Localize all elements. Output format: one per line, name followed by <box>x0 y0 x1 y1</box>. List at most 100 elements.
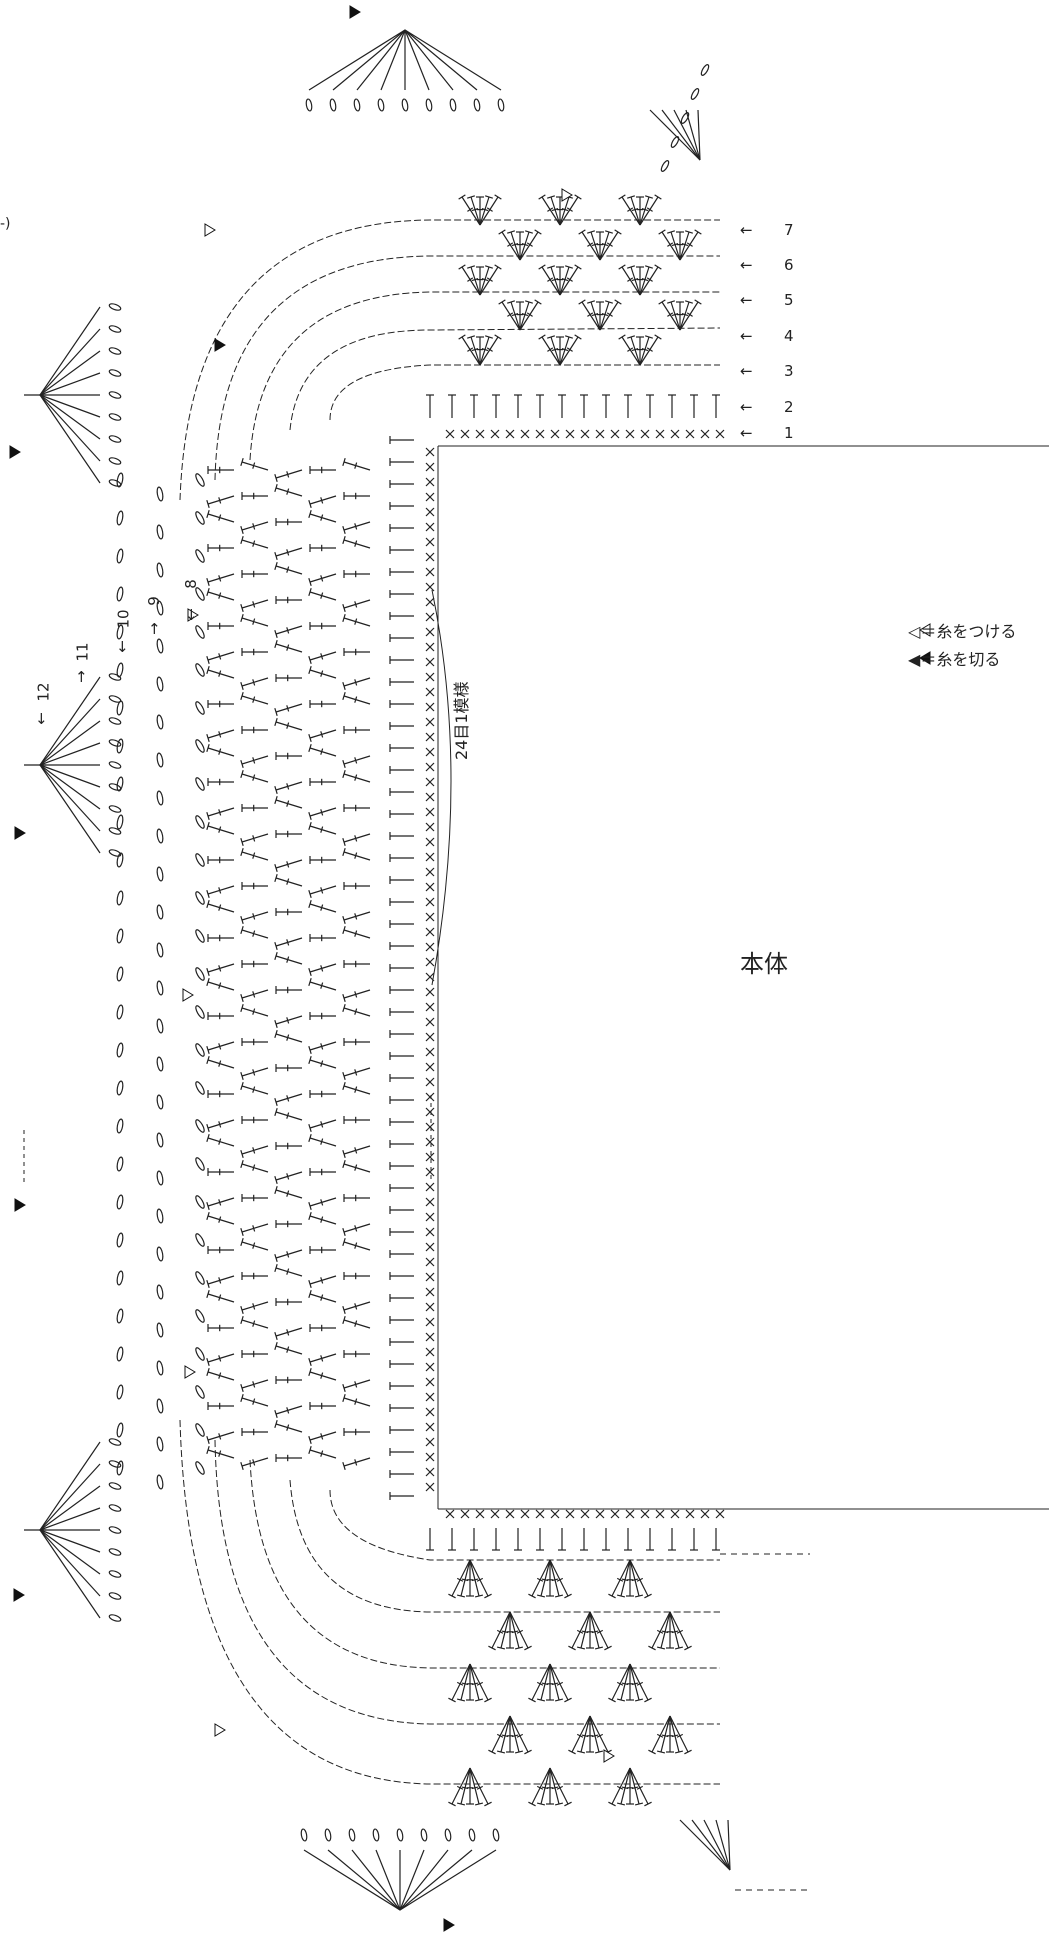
double-crochet-mark <box>599 231 610 261</box>
double-crochet-mark <box>343 1145 371 1155</box>
single-crochet-mark <box>425 1182 435 1192</box>
double-crochet-mark <box>320 1060 324 1067</box>
double-crochet-mark <box>286 1251 290 1258</box>
scallop-ray <box>39 1441 101 1531</box>
double-crochet-mark <box>207 1293 235 1303</box>
row-arc <box>249 291 720 461</box>
double-crochet-mark <box>218 1294 222 1301</box>
double-crochet-mark <box>534 299 542 305</box>
double-crochet-mark <box>309 807 337 817</box>
scallop-ray <box>39 764 101 854</box>
single-crochet-mark <box>425 1197 435 1207</box>
chain-stitch <box>700 64 710 76</box>
double-crochet-mark <box>286 861 290 868</box>
double-crochet-mark <box>286 722 290 729</box>
double-crochet-mark <box>574 264 582 270</box>
chain-stitch <box>156 1094 164 1110</box>
double-crochet-mark <box>541 266 561 296</box>
double-crochet-mark <box>674 1750 684 1754</box>
double-crochet-mark <box>590 301 601 331</box>
double-crochet-mark <box>252 540 256 547</box>
double-crochet-mark <box>241 1163 269 1173</box>
single-crochet-mark <box>425 1242 435 1252</box>
double-crochet-mark <box>519 231 539 261</box>
double-crochet-mark <box>536 1785 544 1790</box>
double-crochet-mark <box>479 196 499 226</box>
double-crochet-mark <box>474 1802 484 1806</box>
double-crochet-mark <box>240 1316 244 1324</box>
chain-stitch <box>108 325 122 333</box>
chain-stitch <box>195 625 205 639</box>
double-crochet-mark <box>207 1137 235 1147</box>
double-crochet-mark <box>550 196 561 226</box>
double-crochet-mark <box>627 335 635 339</box>
double-crochet-mark <box>605 300 613 304</box>
double-crochet-mark <box>206 744 210 752</box>
chain-stitch <box>108 1614 122 1622</box>
scallop-ray <box>356 29 406 91</box>
row-arc <box>249 1459 720 1669</box>
double-crochet-mark <box>206 1446 210 1454</box>
chain-stitch <box>372 1828 380 1842</box>
attach-yarn-triangle <box>603 1749 615 1763</box>
double-crochet-mark <box>274 1176 278 1184</box>
legend-cut-yarn: ◀＝糸を切る <box>908 646 1000 670</box>
double-crochet-mark <box>469 1767 480 1805</box>
double-crochet-mark <box>308 900 312 908</box>
double-crochet-mark <box>309 495 337 505</box>
double-crochet-mark <box>467 195 475 199</box>
chain-stitch <box>195 1385 205 1399</box>
double-crochet-mark <box>286 1034 290 1041</box>
chain-stitch <box>156 638 164 654</box>
double-crochet-mark <box>308 500 312 508</box>
single-crochet-mark <box>425 1437 435 1447</box>
double-crochet-mark <box>578 229 586 235</box>
double-crochet-mark <box>286 1190 290 1197</box>
double-crochet-mark <box>206 900 210 908</box>
chain-stitch <box>195 701 205 715</box>
double-crochet-mark <box>669 1715 680 1753</box>
double-crochet-mark <box>467 347 474 352</box>
double-crochet-mark <box>275 1405 303 1415</box>
double-crochet-mark <box>320 1043 324 1050</box>
double-crochet-mark <box>576 1646 586 1650</box>
double-crochet-mark <box>354 540 358 547</box>
double-crochet-mark <box>274 474 278 482</box>
double-crochet-mark <box>207 513 235 523</box>
double-crochet-mark <box>471 1578 479 1582</box>
double-crochet-mark <box>509 1611 520 1649</box>
double-crochet-mark <box>634 1802 644 1806</box>
double-crochet-mark <box>467 277 474 282</box>
double-crochet-mark <box>241 677 269 687</box>
double-crochet-mark <box>343 773 371 783</box>
chain-stitch <box>108 347 122 355</box>
scallop-ray <box>39 764 101 832</box>
double-crochet-mark <box>491 1611 511 1649</box>
double-crochet-mark <box>620 1559 631 1597</box>
double-crochet-mark <box>308 1202 312 1210</box>
chain-stitch <box>401 98 409 112</box>
double-crochet-mark <box>496 1629 504 1634</box>
single-crochet-mark <box>425 1407 435 1417</box>
double-crochet-mark <box>274 1420 278 1428</box>
chain-stitch <box>116 1042 124 1058</box>
double-crochet-mark <box>547 265 555 269</box>
double-crochet-mark <box>519 301 539 331</box>
single-crochet-mark <box>425 1272 435 1282</box>
double-crochet-mark <box>608 1697 616 1703</box>
double-crochet-mark <box>206 1280 210 1288</box>
row-arc <box>214 255 720 481</box>
attach-yarn-triangle <box>184 1365 196 1379</box>
double-crochet-mark <box>342 848 346 856</box>
double-crochet-mark <box>591 1630 599 1634</box>
double-crochet-mark <box>343 1301 371 1311</box>
double-crochet-mark <box>206 578 210 586</box>
double-crochet-mark <box>474 1698 484 1702</box>
double-crochet-mark <box>469 1559 480 1597</box>
double-crochet-mark <box>644 1697 652 1703</box>
double-crochet-mark <box>547 207 554 212</box>
double-crochet-mark <box>342 1384 346 1392</box>
chain-stitch <box>116 624 124 640</box>
double-crochet-mark <box>476 1681 484 1686</box>
